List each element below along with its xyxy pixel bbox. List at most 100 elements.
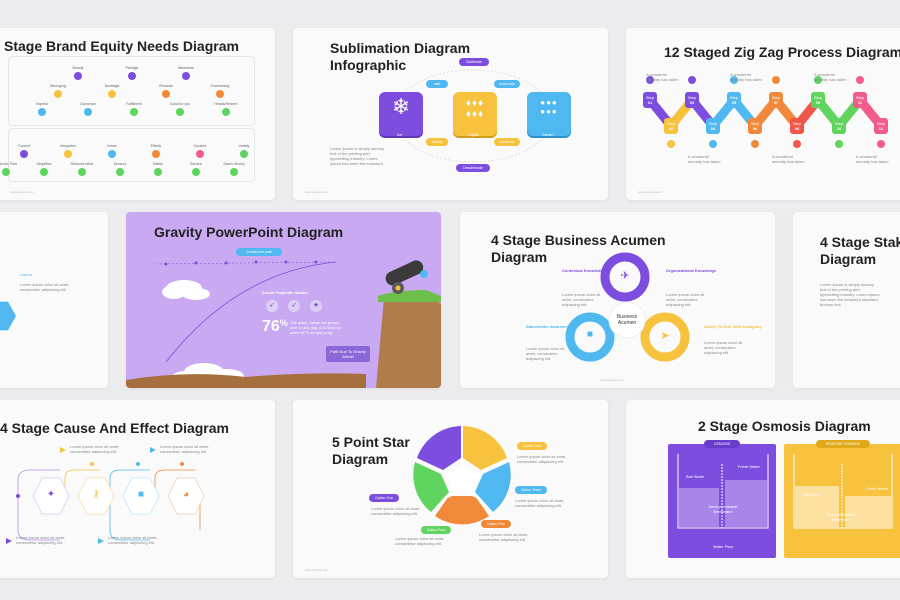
gravity-desc: The quick, brown fox jumps over a lazy d… <box>290 320 341 335</box>
percent-number: 76 <box>262 318 280 335</box>
step-icon <box>793 140 801 148</box>
step-note: A wonderful serenity has taken <box>772 154 805 164</box>
brand-node-dot <box>40 168 48 176</box>
step-word: Step <box>687 95 697 100</box>
body-top-1: Lorem ipsum dolor sit amet, consectetur … <box>70 444 120 454</box>
brand-node-label: Beauty <box>72 66 84 70</box>
reverse-osmosis-header: REVERSE OSMOSIS <box>816 440 870 448</box>
step-icon <box>646 76 654 84</box>
brand-node-label: Sensory <box>113 162 127 166</box>
brand-node-dot <box>84 108 92 116</box>
brand-node-dot <box>54 90 62 98</box>
slide-partial-left[interactable]: Canon Lorem ipsum dolor sit amet, consec… <box>0 212 108 388</box>
body-top-2: Lorem ipsum dolor sit amet, consectetur … <box>160 444 210 454</box>
label-organizational: Organizational Knowledge <box>666 268 717 273</box>
step-icon <box>751 140 759 148</box>
key-icon: ⚷ <box>92 489 100 500</box>
step-icon <box>730 76 738 84</box>
rocket-icon-2: ➶ <box>288 300 300 312</box>
slide-gravity[interactable]: Gravity PowerPoint Diagram Gravity free … <box>126 212 441 388</box>
brand-node-label: Prestige <box>125 66 139 70</box>
steam-box <box>527 92 571 136</box>
brand-node-dot <box>192 168 200 176</box>
step-word: Step <box>876 121 886 126</box>
slide-star[interactable]: 5 Point Star Diagram Option One Option T… <box>293 400 608 578</box>
gravity-button[interactable]: Path Due To Gravity Ahead <box>326 346 370 362</box>
brand-node-label: Fulfillment <box>126 102 142 106</box>
brand-node-dot <box>20 150 28 158</box>
title-line-1: Sublimation Diagram <box>330 40 471 56</box>
slide-sublimation[interactable]: Sublimation Diagram Infographic Sublimat… <box>293 28 608 200</box>
step-word: Step <box>771 95 781 100</box>
step-icon <box>709 140 717 148</box>
step-icon <box>772 76 780 84</box>
brand-node-dot <box>240 150 248 158</box>
option-five-pill: Option Five <box>481 520 511 528</box>
slide-osmosis[interactable]: 2 Stage Osmosis Diagram OSMOSIS REVERSE … <box>626 400 900 578</box>
brand-node-label: Attractives <box>177 66 195 70</box>
step-note: A wonderful serenity has taken <box>814 72 847 82</box>
lock-icon: ■ <box>586 329 594 340</box>
brand-node-label: Saves Money <box>223 162 245 166</box>
step-number: 11 <box>857 100 863 105</box>
pyramid-area <box>8 56 255 126</box>
brand-node-dot <box>196 150 204 158</box>
step-icon <box>667 140 675 148</box>
slide-title: 4 Stage Business Acumen Diagram <box>491 232 666 266</box>
step-icon <box>856 76 864 84</box>
slide-stake[interactable]: 4 Stage Stak Diagram Lorem Ipsum is simp… <box>793 212 900 388</box>
slide-title: 4 Stage Cause And Effect Diagram <box>0 420 229 436</box>
rocket-icon-1: ➶ <box>266 300 278 312</box>
brand-node-label: Nostalgia <box>104 84 120 88</box>
step-word: Step <box>708 121 718 126</box>
brand-node-dot <box>222 108 230 116</box>
title-line-2: Infographic <box>330 57 407 73</box>
title-line-1: 4 Stage Stak <box>820 234 900 250</box>
left-membrane: Semi-permeable Membrane <box>708 504 738 514</box>
brand-node-label: Good for you <box>169 102 191 106</box>
brand-node-label: Variety <box>238 144 250 148</box>
brand-node-label: Reduces Time <box>0 162 18 166</box>
slide-acumen[interactable]: 4 Stage Business Acumen Diagram ✈ ■ ➤ Bu… <box>460 212 775 388</box>
step-word: Step <box>645 95 655 100</box>
osmosis-tubes <box>677 454 893 529</box>
step-word: Step <box>750 121 760 126</box>
star-diagram <box>413 426 511 525</box>
evaporate-pill: evaporate <box>494 80 520 88</box>
brand-node-label: Heads/Heaven <box>214 102 238 106</box>
send-icon: ➤ <box>660 330 670 342</box>
step-number: 02 <box>668 126 674 131</box>
body-text: Lorem Ipsum is simply dummy text of the … <box>820 282 880 307</box>
footer-text: www.website.com <box>305 568 329 572</box>
zigzag-path <box>645 95 886 131</box>
sublimate-pill: Sublimate <box>459 58 489 66</box>
step-icon <box>814 76 822 84</box>
brand-node-dot <box>38 108 46 116</box>
footer-text: www.website.com <box>638 190 662 194</box>
cause-path <box>6 447 205 544</box>
brand-node-dot <box>130 108 138 116</box>
steam-label: Steam <box>542 132 554 137</box>
percent-sign: % <box>279 318 288 328</box>
body-option-one: Lorem ipsum dolor sit amet, consectetur … <box>371 506 421 516</box>
brand-node-dot <box>78 168 86 176</box>
brand-node-label: Hopeful <box>35 102 49 106</box>
brand-node-dot <box>216 90 224 98</box>
slide-title: Gravity PowerPoint Diagram <box>154 224 344 240</box>
label-ambiguity: Ability To Deal With Ambiguity <box>704 324 762 329</box>
brand-node-label: Connexion <box>79 102 97 106</box>
body-organizational: Lorem ipsum dolor sit amet, consectetur … <box>666 292 705 307</box>
brand-node-dot <box>154 168 162 176</box>
step-word: Step <box>666 121 676 126</box>
brand-node-label: Integrates <box>60 144 76 148</box>
body-ambiguity: Lorem ipsum dolor sit amet, consectetur … <box>704 340 743 355</box>
slide-title: 5 Point Star Diagram <box>332 434 410 468</box>
slide-cause-effect[interactable]: 4 Stage Cause And Effect Diagram ✦ ⚷ ■ ◕… <box>0 400 275 578</box>
